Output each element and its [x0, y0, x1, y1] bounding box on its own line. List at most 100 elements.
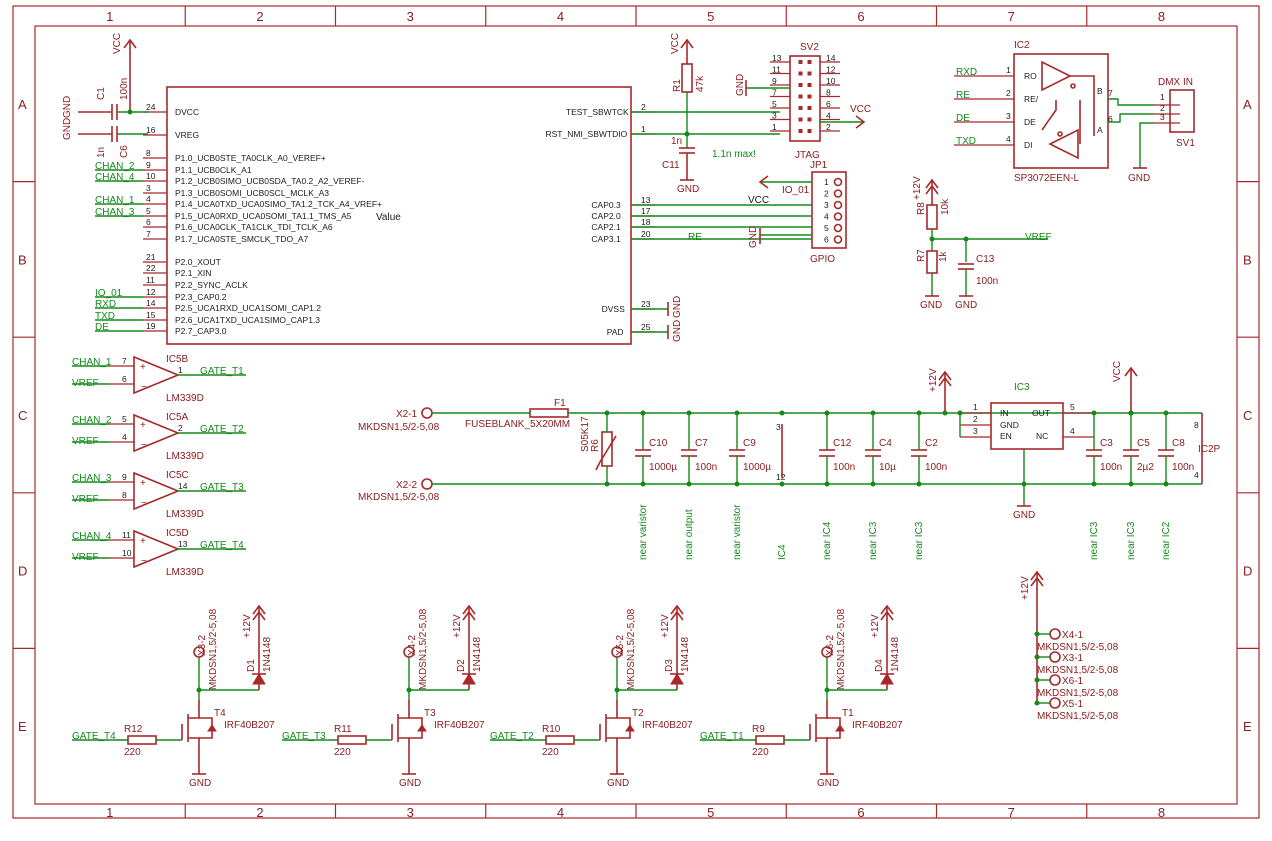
comparator-gate: GATE_T2 — [200, 424, 244, 435]
junction — [942, 410, 948, 416]
ic2-net-rxd: RXD — [956, 67, 977, 78]
jtag-pin-dot — [798, 71, 803, 76]
mosfet-drain — [398, 700, 410, 719]
c11-note: 1.1n max! — [712, 149, 756, 160]
jtag-pin-dot — [807, 60, 812, 64]
driver-r-value: 220 — [542, 747, 559, 758]
jtag-pin-dot — [807, 106, 812, 110]
x22-name: X2-2 — [396, 480, 418, 491]
cap-name: C4 — [879, 438, 892, 449]
mcu-pin-name: P2.2_SYNC_ACLK — [175, 280, 248, 290]
comparator-pin-num: 10 — [122, 548, 132, 558]
conn-name: X4-1 — [1062, 630, 1084, 641]
driver-t-name: T2 — [632, 708, 644, 719]
c11-value: 1n — [671, 136, 682, 147]
r1-name: R1 — [672, 79, 683, 92]
col-label-top: 5 — [707, 9, 714, 24]
jp1-name: JP1 — [810, 160, 828, 171]
ic2-name: IC2 — [1014, 40, 1030, 51]
comparator-pin-num: 6 — [122, 374, 127, 384]
jtag-pin-dot — [807, 94, 812, 99]
mcu-pin-num: 4 — [146, 194, 151, 204]
ic2p-power: IC2P 8 4 — [1194, 413, 1221, 484]
cap-note: near IC3 — [868, 521, 879, 560]
ic2-pin-de: DE — [1024, 117, 1036, 127]
driver-resistor — [545, 735, 575, 745]
comparator-vref: VREF — [72, 436, 99, 447]
jp1-pin-num: 1 — [824, 177, 829, 187]
p12v-arrow — [252, 610, 266, 621]
jp1-pin-num: 2 — [824, 189, 829, 199]
gnd-c1: GND — [62, 96, 73, 118]
col-label-bottom: 1 — [106, 805, 113, 820]
cap-c4: C4 10µ near IC3 — [865, 410, 896, 560]
jtag-pin-num: 4 — [826, 111, 831, 121]
mcu-pin-num: 11 — [146, 275, 155, 285]
driver-p12v: +12V — [870, 614, 881, 638]
driver-r-value: 220 — [124, 747, 141, 758]
mcu-pin-num: 19 — [146, 321, 156, 331]
mcu-pin-num: 8 — [146, 148, 151, 158]
ic3-num-1: 1 — [973, 402, 978, 412]
jtag-pin-num: 7 — [772, 88, 777, 98]
junction — [604, 410, 610, 416]
p12v-arrow — [880, 610, 894, 621]
comparator-plus: + — [140, 362, 146, 373]
jp1-pin-socket — [833, 189, 843, 198]
svg-text:2: 2 — [1160, 103, 1165, 113]
col-label-bottom: 2 — [256, 805, 263, 820]
cap-name: C9 — [743, 438, 756, 449]
mcu-pin-name: P1.2_UCB0SIMO_UCB0SDA_TA0.2_A2_VEREF- — [175, 176, 364, 186]
ic2-num-2: 2 — [1006, 88, 1011, 98]
row-label-left: E — [18, 719, 27, 734]
gnd-r7: GND — [920, 300, 942, 311]
driver-gnd: GND — [607, 778, 629, 789]
mcu-pin-name: P1.7_UCA0STE_SMCLK_TDO_A7 — [175, 234, 308, 244]
row-label-right: A — [1243, 97, 1252, 112]
comparator-name: IC5B — [166, 354, 189, 365]
varistor-r6 — [601, 431, 613, 467]
x21-name: X2-1 — [396, 409, 418, 420]
cap-value: 10µ — [879, 462, 896, 473]
svg-text:3: 3 — [1160, 112, 1165, 122]
mcu-pin-name: P2.6_UCA1TXD_UCA1SIMO_CAP1.3 — [175, 315, 320, 325]
mcu-pin-name: P1.0_UCB0STE_TA0CLK_A0_VEREF+ — [175, 153, 326, 163]
comparator-pin-num: 2 — [178, 423, 183, 433]
junction — [957, 410, 963, 416]
jtag-pin-dot — [798, 117, 803, 122]
driver-d-part: 1N4148 — [890, 637, 901, 672]
mcu-pin-num: 18 — [641, 217, 651, 227]
jtag-pin-num: 11 — [772, 65, 781, 75]
x2-2-terminal — [421, 478, 433, 490]
cap-note: near varistor — [638, 504, 649, 560]
jtag-pin-num: 10 — [826, 76, 836, 86]
mcu-pin-num: 6 — [146, 217, 151, 227]
comparator-gate: GATE_T4 — [200, 540, 244, 551]
cap-note: near IC3 — [914, 521, 925, 560]
driver-x-part: MKDSN1,5/2-5,08 — [626, 608, 637, 690]
driver-d-name: D3 — [664, 659, 675, 672]
jtag-pin-dot — [798, 106, 803, 110]
sv1-name: SV1 — [1176, 138, 1195, 149]
p12v-rail: +12V — [928, 368, 939, 392]
cap-note: near IC2 — [1161, 521, 1172, 560]
comparator-pin-num: 1 — [178, 365, 183, 375]
vcc-rail: VCC — [1112, 361, 1123, 382]
ic2-net-re: RE — [956, 90, 970, 101]
cap-note: near output — [684, 509, 695, 560]
jp1-pin-num: 6 — [824, 235, 829, 245]
conn-name: X6-1 — [1062, 676, 1084, 687]
vcc-jtag: VCC — [850, 104, 871, 115]
jp1-pin-num: 5 — [824, 223, 829, 233]
vcc-dvcc: VCC — [112, 33, 137, 112]
p12v-arrow — [880, 604, 894, 615]
mosfet-diode-arrow — [625, 724, 635, 732]
mcu-pin-name: VREG — [175, 130, 199, 140]
jtag-pin-num: 6 — [826, 99, 831, 109]
comparator-chan: CHAN_1 — [72, 357, 112, 368]
dvss-gnd: GND GND — [631, 296, 683, 342]
